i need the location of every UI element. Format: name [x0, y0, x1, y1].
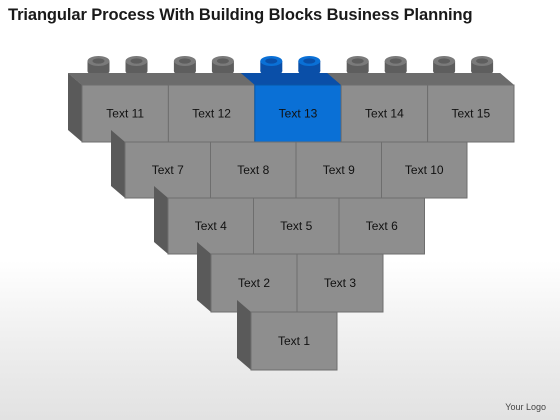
- block-front-face: [210, 141, 297, 199]
- block-text-3: Text 3: [296, 253, 384, 313]
- block-label: Text 7: [152, 163, 184, 177]
- block-row-1: Text 11 Text 12 Text 13 Text 14 Text 15: [68, 73, 515, 143]
- block-front-face: [340, 84, 429, 143]
- block-text-5: Text 5: [253, 197, 340, 255]
- block-text-1: Text 1: [250, 311, 338, 371]
- block-label: Text 8: [237, 163, 269, 177]
- block-row-3: Text 4 Text 5 Text 6: [154, 186, 425, 255]
- block-label: Text 10: [405, 163, 444, 177]
- block-front-face: [381, 141, 468, 199]
- block-label: Text 4: [195, 219, 227, 233]
- block-front-face: [427, 84, 515, 143]
- page-title: Triangular Process With Building Blocks …: [8, 6, 473, 24]
- block-top-face: [68, 73, 169, 85]
- block-text-15: Text 15: [413, 73, 515, 143]
- block-front-face: [167, 84, 256, 143]
- block-top-face: [240, 73, 342, 85]
- block-row-5: Text 1: [237, 300, 338, 371]
- logo-text: Your Logo: [505, 402, 546, 412]
- block-row-2: Text 7 Text 8 Text 9 Text 10: [111, 130, 468, 199]
- block-front-face: [167, 197, 254, 255]
- row-side-face: [237, 300, 251, 370]
- block-text-13: Text 13: [240, 73, 342, 143]
- block-label: Text 14: [365, 107, 404, 121]
- block-label: Text 1: [278, 334, 310, 348]
- block-row-4: Text 2 Text 3: [197, 242, 384, 313]
- block-front-face: [253, 197, 340, 255]
- block-front-face: [254, 84, 342, 143]
- block-text-11: Text 11: [68, 73, 169, 143]
- block-label: Text 12: [192, 107, 231, 121]
- block-text-9: Text 9: [295, 141, 382, 199]
- block-text-6: Text 6: [338, 197, 425, 255]
- block-front-face: [210, 253, 298, 313]
- block-label: Text 2: [238, 276, 270, 290]
- block-top-face: [154, 73, 255, 85]
- block-label: Text 13: [279, 107, 318, 121]
- block-text-8: Text 8: [210, 141, 297, 199]
- block-front-face: [296, 253, 384, 313]
- block-label: Text 9: [323, 163, 355, 177]
- row-side-face: [154, 186, 168, 254]
- block-label: Text 5: [280, 219, 312, 233]
- block-text-12: Text 12: [154, 73, 256, 143]
- block-front-face: [250, 311, 338, 371]
- block-text-7: Text 7: [124, 141, 211, 199]
- block-text-2: Text 2: [210, 253, 298, 313]
- block-text-4: Text 4: [167, 197, 254, 255]
- block-top-face: [327, 73, 428, 85]
- block-label: Text 11: [106, 107, 144, 121]
- block-text-14: Text 14: [327, 73, 429, 143]
- row-side-face: [197, 242, 211, 312]
- block-label: Text 15: [451, 107, 490, 121]
- row-side-face: [68, 73, 82, 142]
- block-top-face: [413, 73, 514, 85]
- row-side-face: [111, 130, 125, 198]
- block-text-10: Text 10: [381, 141, 468, 199]
- block-front-face: [338, 197, 425, 255]
- block-stud: [211, 56, 234, 76]
- block-label: Text 6: [366, 219, 398, 233]
- block-label: Text 3: [324, 276, 356, 290]
